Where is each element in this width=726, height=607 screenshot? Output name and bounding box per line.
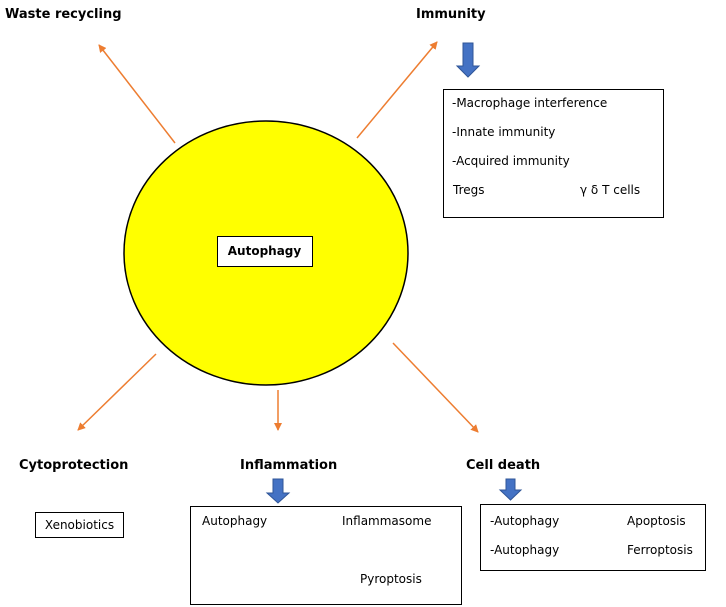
autophagy-label-box: Autophagy: [217, 236, 313, 267]
heading-cell-death: Cell death: [466, 458, 541, 473]
immunity-item-macrophage: -Macrophage interference: [452, 96, 608, 110]
arrow-to-waste-recycling: [98, 44, 176, 144]
arrow-to-immunity: [356, 41, 438, 139]
cell-death-autophagy-1: -Autophagy: [490, 514, 560, 528]
inflammation-inflammasome: Inflammasome: [342, 514, 432, 528]
immunity-box: [443, 89, 664, 218]
inflammation-pyroptosis: Pyroptosis: [360, 572, 422, 586]
cell-death-apoptosis: Apoptosis: [627, 514, 686, 528]
heading-waste-recycling: Waste recycling: [5, 7, 122, 22]
cell-death-autophagy-2: -Autophagy: [490, 543, 560, 557]
xenobiotics-label: Xenobiotics: [44, 518, 115, 532]
arrow-to-cell-death: [392, 342, 479, 433]
immunity-item-tregs: Tregs: [453, 183, 485, 197]
immunity-item-acquired: -Acquired immunity: [452, 154, 570, 168]
block-arrow-inflammation: [265, 478, 291, 504]
cell-death-ferroptosis: Ferroptosis: [627, 543, 693, 557]
heading-inflammation: Inflammation: [240, 458, 338, 473]
autophagy-label: Autophagy: [227, 244, 302, 258]
heading-cytoprotection: Cytoprotection: [19, 458, 129, 473]
heading-immunity: Immunity: [416, 7, 486, 22]
cell-death-box: [480, 504, 706, 571]
inflammation-autophagy: Autophagy: [202, 514, 268, 528]
block-arrow-cell-death: [498, 478, 523, 501]
immunity-item-gd-t-cells: γ δ T cells: [580, 183, 641, 197]
immunity-item-innate: -Innate immunity: [452, 125, 556, 139]
xenobiotics-box: Xenobiotics: [35, 512, 124, 538]
arrow-to-cytoprotection: [77, 353, 157, 431]
inflammation-box: [190, 506, 462, 605]
block-arrow-immunity: [455, 42, 481, 78]
